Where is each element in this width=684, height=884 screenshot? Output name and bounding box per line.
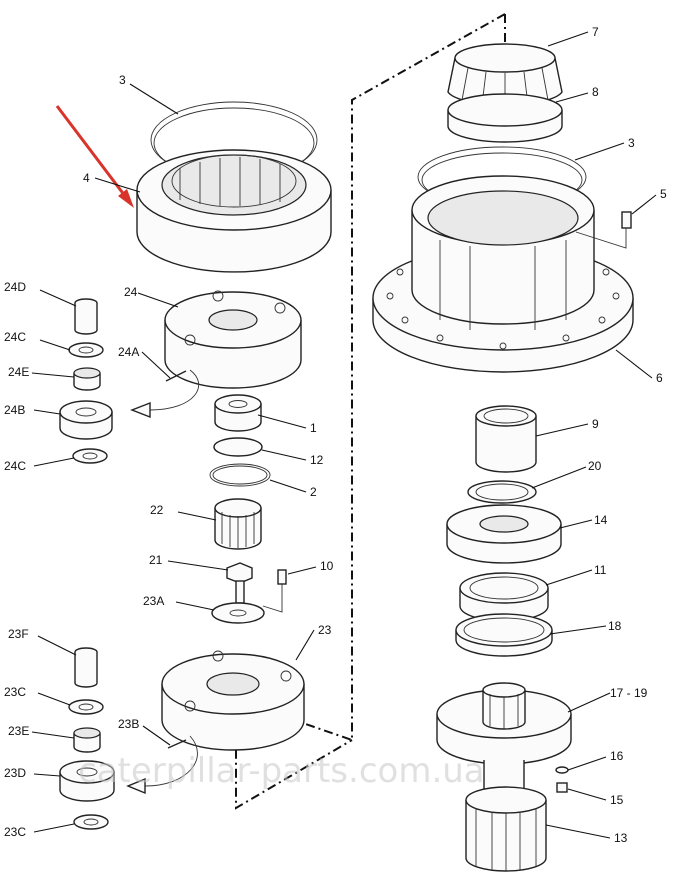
label-23c-bottom: 23C xyxy=(4,825,26,839)
label-3-left: 3 xyxy=(119,73,126,87)
label-5: 5 xyxy=(660,187,667,201)
part-23c-washer-top xyxy=(68,699,104,715)
label-21: 21 xyxy=(149,553,163,567)
part-24a-pin xyxy=(130,369,200,419)
label-23d: 23D xyxy=(4,766,26,780)
label-23e: 23E xyxy=(8,724,29,738)
part-6-housing xyxy=(372,175,634,373)
label-16: 16 xyxy=(610,749,624,763)
label-24e: 24E xyxy=(8,365,29,379)
part-15-bolt xyxy=(556,782,568,793)
label-18: 18 xyxy=(608,619,622,633)
label-7: 7 xyxy=(592,25,599,39)
label-8: 8 xyxy=(592,85,599,99)
label-6: 6 xyxy=(656,371,663,385)
part-20-ring xyxy=(467,480,537,504)
label-23: 23 xyxy=(318,623,332,637)
label-4: 4 xyxy=(83,171,90,185)
part-23a-washer xyxy=(211,602,265,624)
part-1-sun-gear xyxy=(214,394,262,432)
part-24c-washer-top xyxy=(68,342,104,358)
part-4-ring-gear xyxy=(136,149,332,273)
part-17-19-shaft xyxy=(436,682,572,791)
part-23d-planet-gear xyxy=(59,760,115,802)
label-15: 15 xyxy=(610,793,624,807)
label-9: 9 xyxy=(592,417,599,431)
part-13-pinion xyxy=(465,786,547,872)
part-23f-pin xyxy=(74,647,98,688)
label-23a: 23A xyxy=(143,594,164,608)
part-16-washer xyxy=(555,766,569,774)
callout-labels: 3 4 24 24D 24C 24E 24B 24C 24A 1 12 2 22… xyxy=(4,25,667,845)
part-23-carrier xyxy=(161,650,305,751)
part-24-carrier xyxy=(164,290,302,389)
label-24c-bottom: 24C xyxy=(4,459,26,473)
label-23f: 23F xyxy=(8,627,29,641)
label-17-19: 17 - 19 xyxy=(610,686,648,700)
label-10: 10 xyxy=(320,559,334,573)
label-2: 2 xyxy=(310,485,317,499)
part-22-spline-gear xyxy=(214,498,262,550)
label-22: 22 xyxy=(150,503,164,517)
part-23e-bearing xyxy=(73,727,101,753)
label-24a: 24A xyxy=(118,345,139,359)
label-11: 11 xyxy=(594,563,607,577)
part-18-seal xyxy=(455,613,553,657)
red-pointer-arrow xyxy=(55,105,134,208)
label-24d: 24D xyxy=(4,280,26,294)
part-24d-pin xyxy=(74,298,98,335)
part-12-snap-ring xyxy=(213,437,263,457)
label-24b: 24B xyxy=(4,403,25,417)
part-8-bearing-cup xyxy=(447,93,563,143)
part-23c-washer-bottom xyxy=(73,814,109,830)
label-20: 20 xyxy=(588,459,602,473)
label-1: 1 xyxy=(310,421,317,435)
label-24c-top: 24C xyxy=(4,330,26,344)
leader-lines xyxy=(31,31,657,839)
part-14-hub xyxy=(446,504,562,564)
watermark-text: caterpillar-parts.com.ua xyxy=(78,751,485,791)
label-12: 12 xyxy=(310,453,324,467)
label-23b: 23B xyxy=(118,717,139,731)
part-23b-pin xyxy=(126,735,198,795)
part-24b-planet-gear xyxy=(59,400,113,440)
part-21-bolt xyxy=(226,562,253,604)
part-10-pin xyxy=(262,569,287,613)
label-14: 14 xyxy=(594,513,608,527)
part-5-plug xyxy=(575,211,632,249)
part-7-bearing-cone xyxy=(447,43,563,106)
part-9-sleeve xyxy=(475,405,537,473)
part-2-thrust-ring xyxy=(209,463,271,487)
label-3-right: 3 xyxy=(628,136,635,150)
label-23c-top: 23C xyxy=(4,685,26,699)
part-24c-washer-bottom xyxy=(72,448,108,464)
part-24e-bearing xyxy=(73,367,101,391)
label-13: 13 xyxy=(614,831,628,845)
label-24: 24 xyxy=(124,285,138,299)
